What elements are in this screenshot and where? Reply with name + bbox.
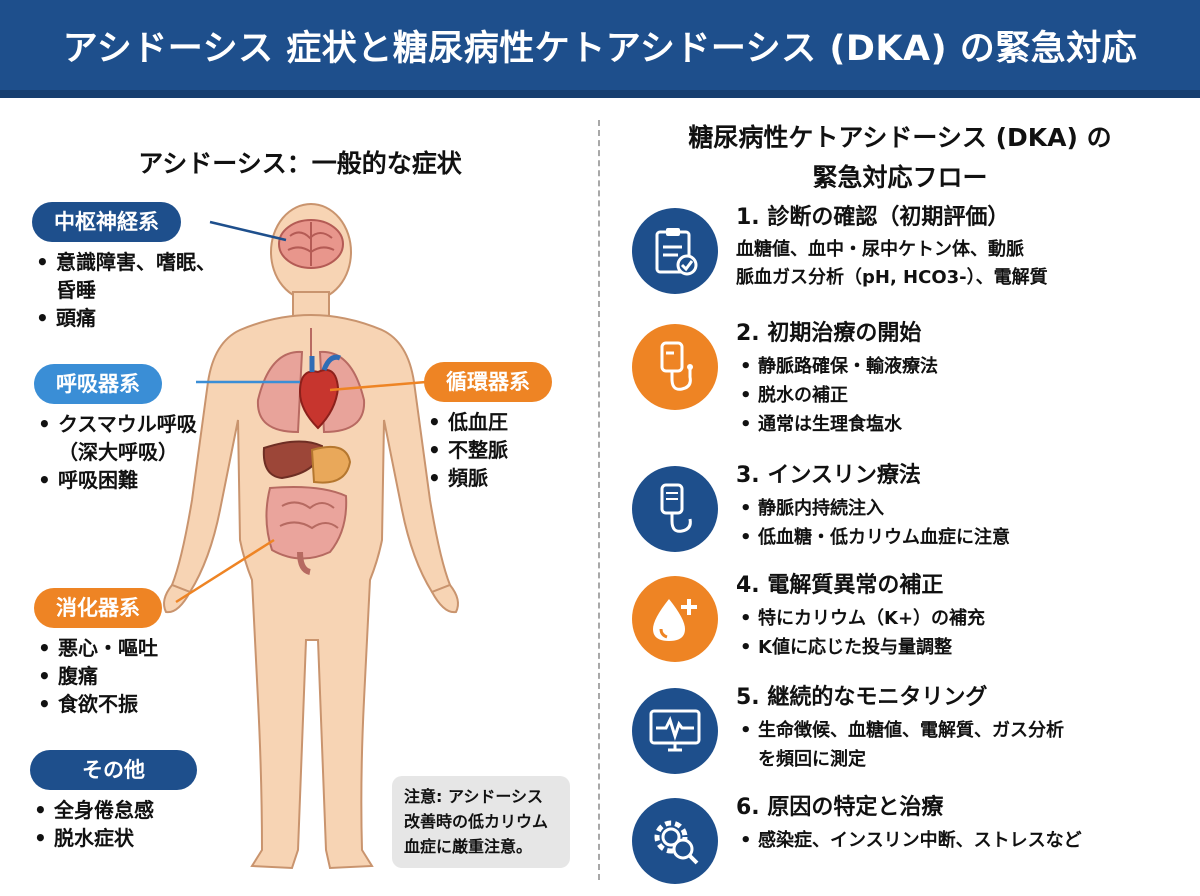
page-title: アシドーシス 症状と糖尿病性ケトアシドーシス (DKA) の緊急対応 [62, 28, 1138, 69]
system-label: 中枢神経系 [32, 202, 181, 242]
note-line: 注意: アシドーシス [404, 787, 544, 806]
step-title: 5. 継続的なモニタリング [736, 685, 988, 710]
step-item: 感染症、インスリン中断、ストレスなど [736, 826, 1196, 855]
system-label: 消化器系 [34, 588, 162, 628]
system-cns: 中枢神経系 意識障害、嗜眠、 昏睡 頭痛 [32, 202, 216, 332]
title-line: 糖尿病性ケトアシドーシス (DKA) の [688, 123, 1112, 152]
symptom-item: 頭痛 [32, 304, 216, 332]
step-desc-line: 血糖値、血中・尿中ケトン体、動脈 [736, 239, 1024, 260]
step-item: 静脈路確保・輸液療法 [736, 352, 1196, 381]
symptom-item: 低血圧 [424, 408, 552, 436]
note-line: 改善時の低カリウム [404, 812, 549, 831]
clipboard-check-icon [632, 208, 718, 294]
step-item: 生命徴候、血糖値、電解質、ガス分析 [736, 716, 1196, 745]
iv-drip-icon [632, 324, 718, 410]
header-banner: アシドーシス 症状と糖尿病性ケトアシドーシス (DKA) の緊急対応 [0, 0, 1200, 98]
step-title: 6. 原因の特定と治療 [736, 795, 944, 820]
system-digestive: 消化器系 悪心・嘔吐 腹痛 食欲不振 [34, 588, 162, 718]
step-title: 3. インスリン療法 [736, 463, 921, 488]
symptom-item: 昏睡 [56, 278, 96, 302]
symptom-item: 悪心・嘔吐 [34, 634, 162, 662]
caution-note: 注意: アシドーシス 改善時の低カリウム 血症に厳重注意。 [392, 776, 570, 868]
symptom-item: 呼吸困難 [34, 466, 197, 494]
dka-flow-title: 糖尿病性ケトアシドーシス (DKA) の 緊急対応フロー [605, 118, 1195, 198]
panel-divider [598, 120, 600, 880]
intestines-icon [265, 486, 348, 575]
symptom-item: 頻脈 [424, 464, 552, 492]
step-item: を頻回に測定 [758, 749, 866, 770]
system-other: その他 全身倦怠感 脱水症状 [30, 750, 197, 852]
step-item: 脱水の補正 [736, 381, 1196, 410]
step-item: 静脈内持続注入 [736, 494, 1196, 523]
brain-icon [278, 219, 344, 269]
symptom-item: 不整脈 [424, 436, 552, 464]
step-item: 通常は生理食塩水 [736, 410, 1196, 439]
step-title: 2. 初期治療の開始 [736, 321, 922, 346]
system-respiratory: 呼吸器系 クスマウル呼吸 （深大呼吸） 呼吸困難 [34, 364, 197, 494]
system-label: 呼吸器系 [34, 364, 162, 404]
step-title: 1. 診断の確認（初期評価） [736, 205, 1010, 230]
monitor-icon [632, 688, 718, 774]
step-desc-line: 脈血ガス分析（pH, HCO3-）、電解質 [736, 267, 1048, 288]
step-item: 特にカリウム（K+）の補充 [736, 604, 1196, 633]
heart-icon [298, 354, 341, 430]
symptom-item: 脱水症状 [30, 824, 197, 852]
human-body-illustration [163, 203, 459, 870]
step-item: 低血糖・低カリウム血症に注意 [736, 523, 1196, 552]
symptom-item: 全身倦怠感 [30, 796, 197, 824]
insulin-pump-icon [632, 466, 718, 552]
symptoms-title: アシドーシス：一般的な症状 [138, 149, 462, 178]
symptom-item: 食欲不振 [34, 690, 162, 718]
symptom-item: 腹痛 [34, 662, 162, 690]
system-circulatory: 循環器系 低血圧 不整脈 頻脈 [424, 362, 552, 492]
connector-lines [175, 220, 427, 604]
drop-plus-icon [632, 576, 718, 662]
symptom-item: クスマウル呼吸 [34, 410, 197, 438]
system-label: 循環器系 [424, 362, 552, 402]
liver-stomach-icon [262, 440, 352, 484]
step-title: 4. 電解質異常の補正 [736, 573, 944, 598]
symptom-item: 意識障害、嗜眠、 [32, 248, 216, 276]
symptom-item: （深大呼吸） [58, 440, 178, 464]
note-line: 血症に厳重注意。 [404, 837, 533, 856]
title-line: 緊急対応フロー [812, 163, 988, 192]
step-item: K値に応じた投与量調整 [736, 633, 1196, 662]
gear-search-icon [632, 798, 718, 884]
system-label: その他 [30, 750, 197, 790]
